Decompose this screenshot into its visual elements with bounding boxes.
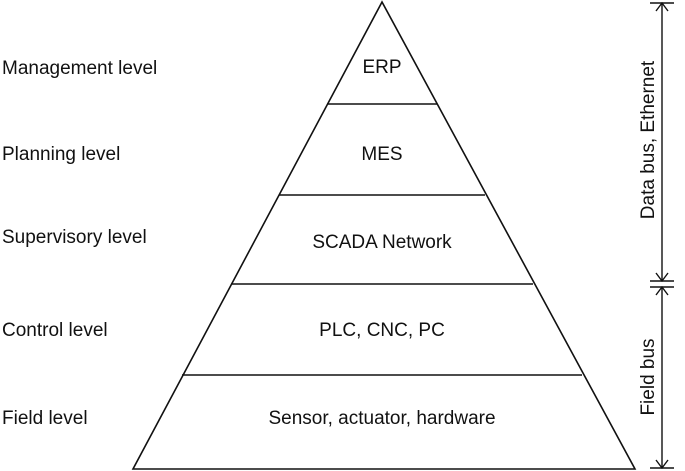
field-bus-label: Field bus	[638, 338, 659, 415]
data-bus-bracket	[650, 1, 674, 283]
level-label-field: Field level	[2, 408, 88, 429]
layer-content-field: Sensor, actuator, hardware	[268, 408, 495, 429]
data-bus-arrow-up	[655, 1, 669, 12]
data-bus-label: Data bus, Ethernet	[638, 60, 659, 219]
level-label-management: Management level	[2, 58, 157, 79]
level-label-control: Control level	[2, 320, 108, 341]
layer-content-control: PLC, CNC, PC	[319, 320, 445, 341]
field-bus-bracket	[650, 285, 674, 470]
layer-content-mes: MES	[361, 144, 402, 165]
level-label-planning: Planning level	[2, 144, 120, 165]
pyramid-outline	[131, 0, 637, 470]
field-bus-arrow-up	[655, 285, 669, 296]
layer-content-scada: SCADA Network	[312, 232, 452, 253]
layer-content-erp: ERP	[362, 57, 401, 78]
level-label-supervisory: Supervisory level	[2, 227, 147, 248]
